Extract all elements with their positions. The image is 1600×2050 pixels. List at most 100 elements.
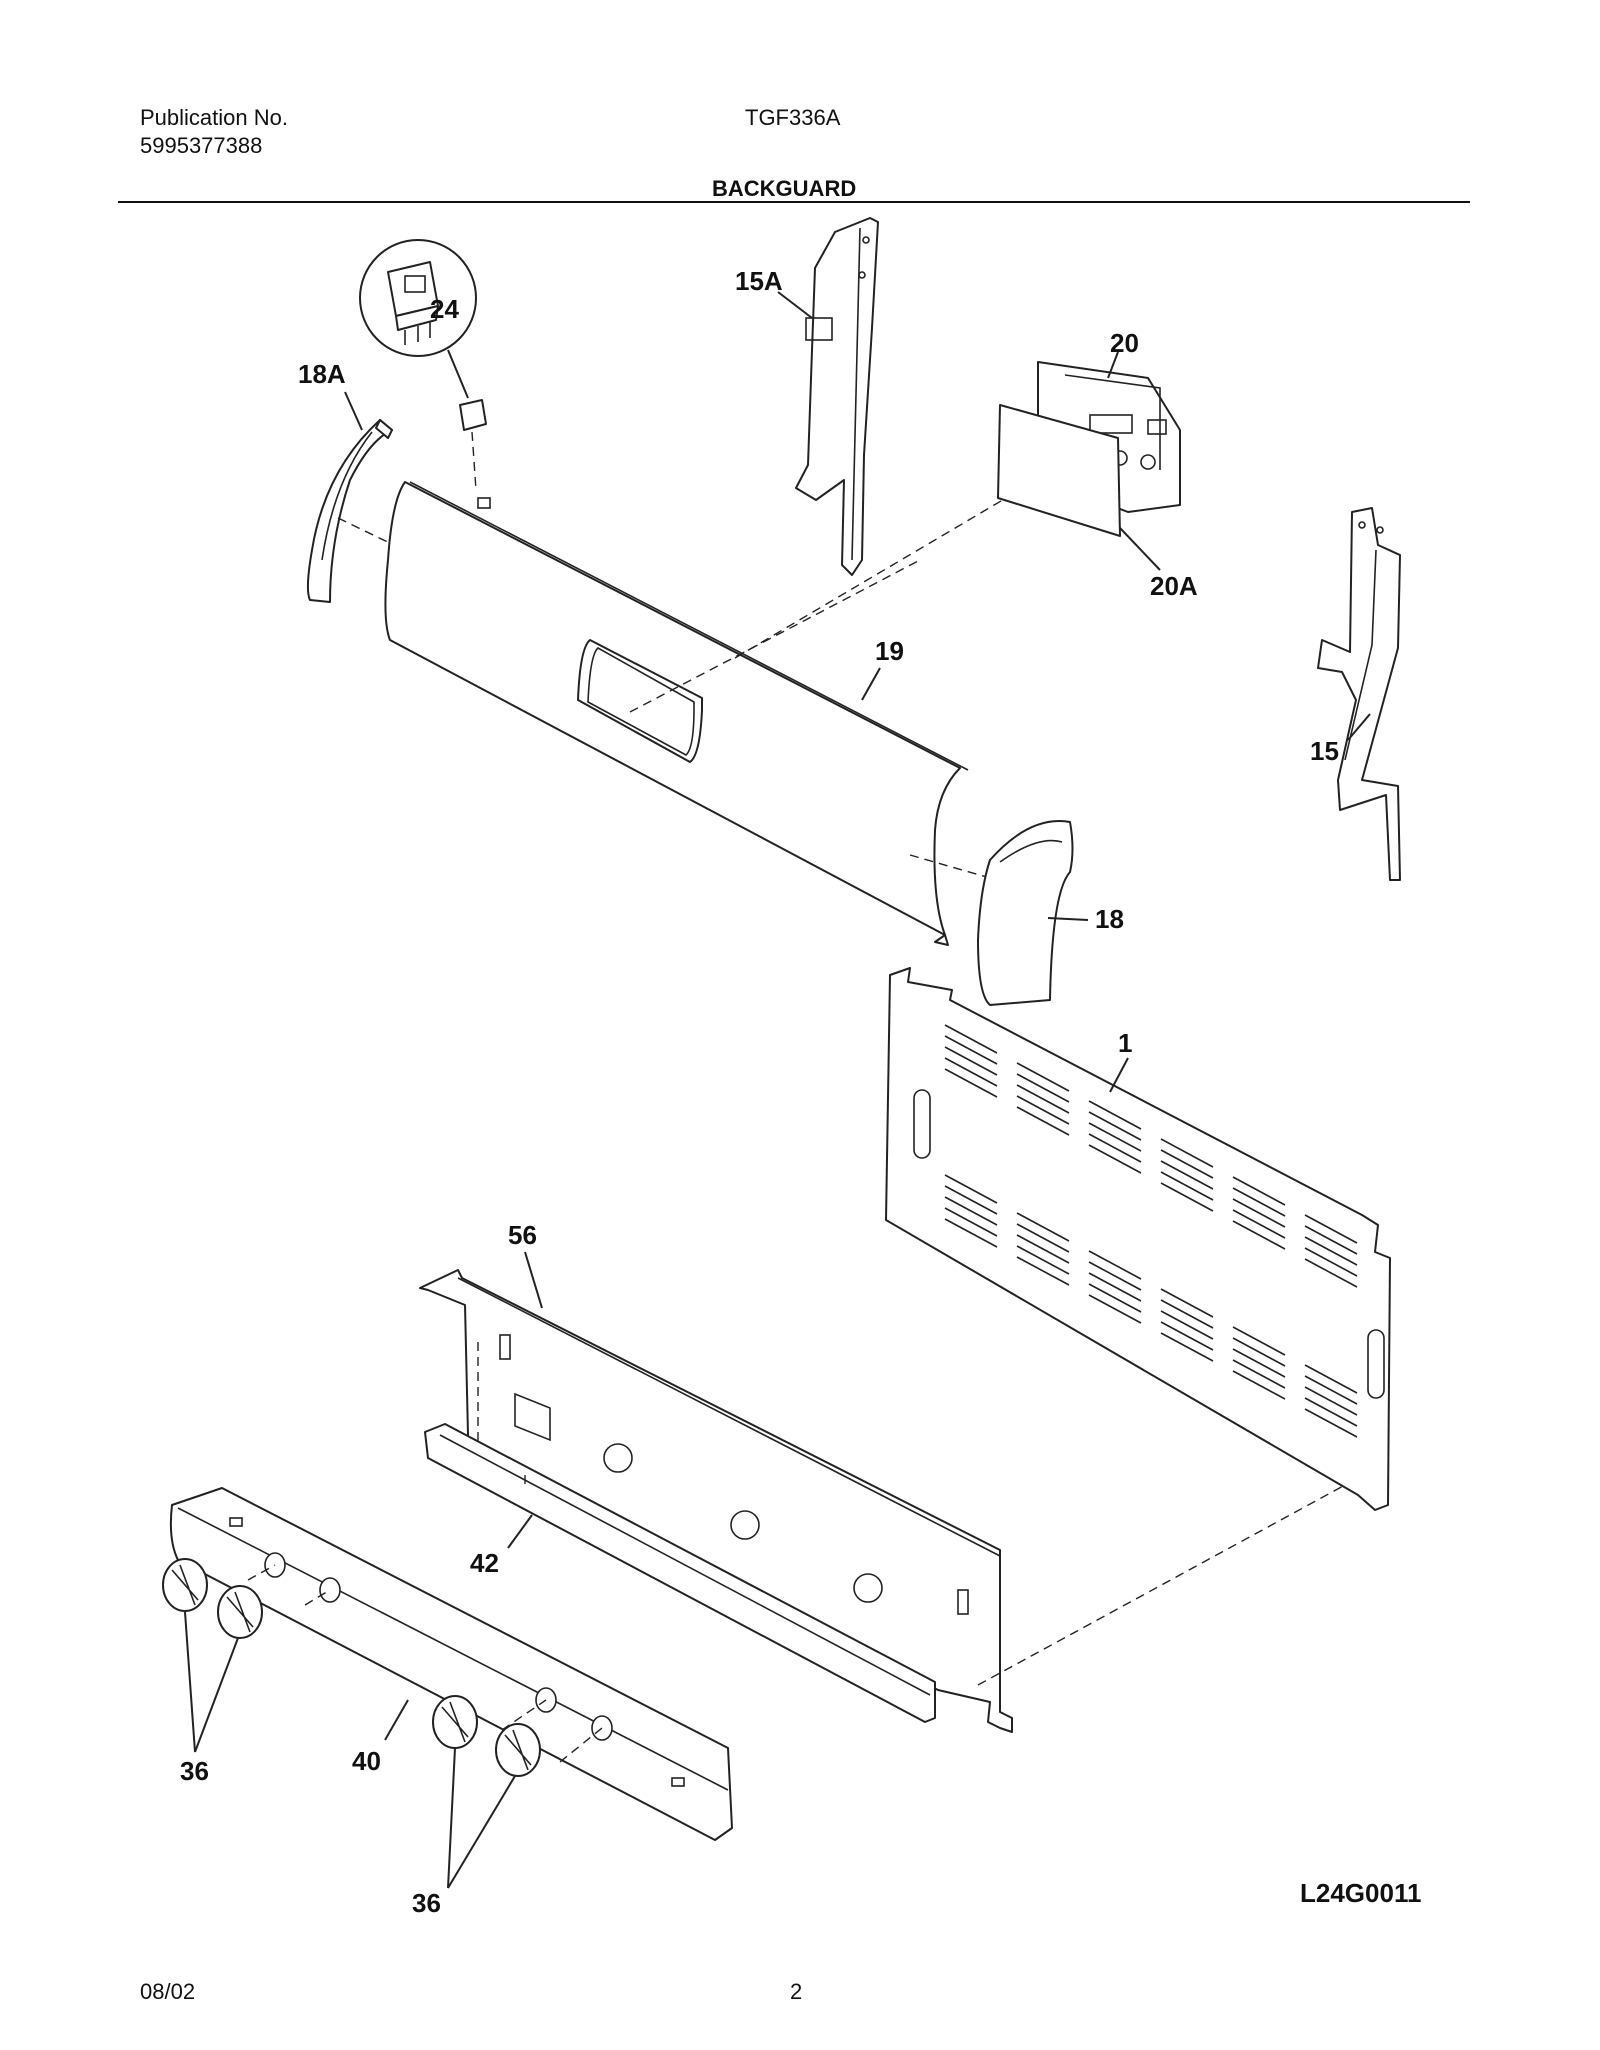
- vent-slot: [944, 1185, 998, 1215]
- vent-slot: [1016, 1073, 1070, 1103]
- vent-slot: [1088, 1272, 1142, 1302]
- vent-slot: [1232, 1370, 1286, 1400]
- callout-19: 19: [875, 636, 904, 666]
- callout-1: 1: [1118, 1028, 1132, 1058]
- vent-slot: [944, 1046, 998, 1076]
- part-36-knobs: [162, 1558, 541, 1777]
- drawing-code: L24G0011: [1300, 1878, 1421, 1908]
- callout-36-left: 36: [180, 1756, 209, 1786]
- vent-slot: [1160, 1299, 1214, 1329]
- callout-15A: 15A: [735, 266, 783, 296]
- knob: [432, 1695, 478, 1749]
- vent-slot: [1088, 1294, 1142, 1324]
- vent-slot: [1232, 1198, 1286, 1228]
- part-18A-left-end-cap: [306, 419, 401, 603]
- leader-lines: [184, 291, 1371, 1889]
- callout-56: 56: [508, 1220, 537, 1250]
- callout-18A: 18A: [298, 359, 346, 389]
- vent-slot: [944, 1035, 998, 1065]
- part-56-control-bracket: [419, 1269, 1346, 1733]
- vent-slot: [1232, 1326, 1286, 1356]
- page-number: 2: [790, 1979, 803, 2004]
- vent-slot: [1304, 1364, 1358, 1394]
- vent-slot: [1304, 1375, 1358, 1405]
- callout-20: 20: [1110, 328, 1139, 358]
- vent-slot: [1088, 1283, 1142, 1313]
- callout-18: 18: [1095, 904, 1124, 934]
- knob: [217, 1585, 263, 1639]
- knob: [162, 1558, 208, 1612]
- callout-15: 15: [1310, 736, 1339, 766]
- vent-slot: [1160, 1332, 1214, 1362]
- callout-42: 42: [470, 1548, 499, 1578]
- vent-slot: [1160, 1321, 1214, 1351]
- vent-slot: [1232, 1348, 1286, 1378]
- vent-slot: [1160, 1182, 1214, 1212]
- vent-slot: [1160, 1171, 1214, 1201]
- callout-20A: 20A: [1150, 571, 1198, 601]
- vent-slot: [1016, 1106, 1070, 1136]
- vent-slot: [1304, 1247, 1358, 1277]
- vent-slot: [1232, 1220, 1286, 1250]
- part-40-control-panel: [169, 1487, 733, 1841]
- vent-slot: [1088, 1122, 1142, 1152]
- vent-slot: [1016, 1095, 1070, 1125]
- vent-slot: [1016, 1084, 1070, 1114]
- vent-slot: [1232, 1209, 1286, 1239]
- publication-label: Publication No.: [140, 105, 288, 130]
- part-24-rocker-switch: [359, 239, 487, 491]
- vent-slot: [944, 1057, 998, 1087]
- vent-slots: [944, 1024, 1358, 1438]
- vent-slot: [1088, 1100, 1142, 1130]
- footer-date: 08/02: [140, 1979, 196, 2004]
- vent-slot: [1304, 1214, 1358, 1244]
- part-20A-overlay: [997, 404, 1121, 537]
- vent-slot: [944, 1218, 998, 1248]
- vent-slot: [1304, 1258, 1358, 1288]
- vent-slot: [1160, 1160, 1214, 1190]
- vent-slot: [944, 1024, 998, 1054]
- vent-slot: [1016, 1223, 1070, 1253]
- part-18-right-end-cap: [977, 820, 1074, 1006]
- vent-slot: [944, 1196, 998, 1226]
- callout-40: 40: [352, 1746, 381, 1776]
- part-19-backguard-panel: [384, 474, 1046, 946]
- vent-slot: [1304, 1386, 1358, 1416]
- vent-slot: [1160, 1138, 1214, 1168]
- callout-24: 24: [430, 294, 459, 324]
- callout-36-right: 36: [412, 1888, 441, 1918]
- vent-slot: [1088, 1144, 1142, 1174]
- vent-slot: [1232, 1187, 1286, 1217]
- vent-slot: [1304, 1408, 1358, 1438]
- vent-slot: [944, 1207, 998, 1237]
- vent-slot: [1016, 1245, 1070, 1275]
- publication-number: 5995377388: [140, 133, 263, 158]
- section-title: BACKGUARD: [712, 176, 857, 201]
- vent-slot: [1304, 1397, 1358, 1427]
- vent-slot: [1016, 1234, 1070, 1264]
- vent-slot: [1016, 1212, 1070, 1242]
- part-15-right-bracket: [1317, 507, 1401, 881]
- vent-slot: [944, 1068, 998, 1098]
- vent-slot: [1160, 1288, 1214, 1318]
- vent-slot: [1304, 1236, 1358, 1266]
- part-42-trim-strip: [424, 1423, 936, 1723]
- vent-slot: [1232, 1176, 1286, 1206]
- vent-slot: [944, 1174, 998, 1204]
- vent-slot: [1232, 1337, 1286, 1367]
- vent-slot: [1160, 1149, 1214, 1179]
- model-number: TGF336A: [745, 105, 841, 130]
- vent-slot: [1088, 1261, 1142, 1291]
- vent-slot: [1016, 1062, 1070, 1092]
- vent-slot: [1088, 1250, 1142, 1280]
- vent-slot: [1160, 1310, 1214, 1340]
- vent-slot: [1088, 1133, 1142, 1163]
- part-15A-left-bracket: [795, 217, 879, 576]
- knob: [495, 1723, 541, 1777]
- vent-slot: [1232, 1359, 1286, 1389]
- vent-slot: [1088, 1111, 1142, 1141]
- vent-slot: [1304, 1225, 1358, 1255]
- vent-slot: [1016, 1256, 1070, 1286]
- part-1-rear-panel: [885, 967, 1391, 1511]
